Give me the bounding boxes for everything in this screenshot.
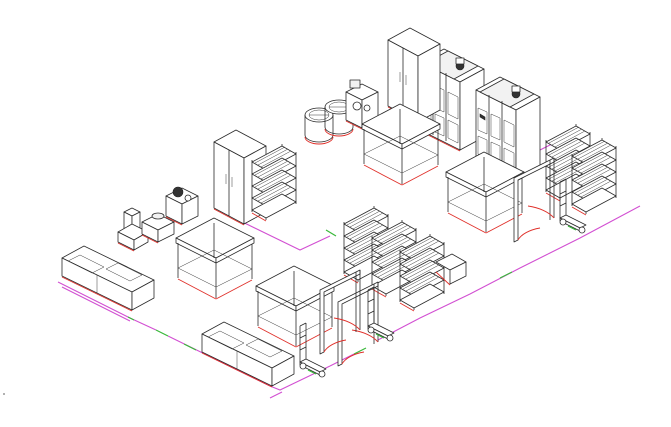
hand-truck (367, 286, 395, 342)
slicer-appliance (165, 186, 199, 226)
double-sink (61, 245, 155, 312)
worktable (175, 217, 255, 300)
side-counter (435, 253, 467, 286)
double-sink (201, 321, 295, 388)
processor-appliance (141, 212, 175, 244)
round-mixer (304, 107, 334, 145)
corner-mark (3, 393, 5, 395)
